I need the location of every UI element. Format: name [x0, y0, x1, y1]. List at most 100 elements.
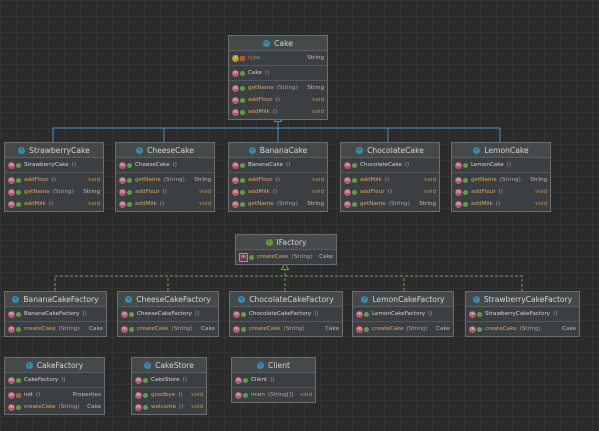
- constructor-row[interactable]: m Client (): [232, 374, 315, 386]
- class-name: CakeFactory: [36, 360, 84, 370]
- method-row[interactable]: m createCake (String) Cake: [353, 323, 453, 335]
- class-cheese-cake-factory[interactable]: c CheeseCakeFactory m CheeseCakeFactory …: [117, 291, 219, 337]
- member-signature: (): [553, 311, 558, 317]
- method-row[interactable]: m addFlour () void: [116, 186, 214, 198]
- class-strawberry-cake-factory[interactable]: c StrawberryCakeFactory m StrawberryCake…: [465, 291, 580, 337]
- method-row[interactable]: m createCake (String) Cake: [5, 323, 106, 335]
- constructor-row[interactable]: m Cake (): [229, 67, 327, 79]
- class-header: I IFactory: [236, 235, 336, 250]
- method-row[interactable]: m addMilk () void: [229, 186, 327, 198]
- constructor-row[interactable]: m BananaCakeFactory (): [5, 308, 106, 320]
- method-row[interactable]: m getName (String) String: [5, 186, 103, 198]
- method-row[interactable]: m addMilk () void: [116, 198, 214, 210]
- method-row[interactable]: m addMilk () void: [452, 198, 550, 210]
- constructor-section: m Cake (): [229, 66, 327, 81]
- method-row[interactable]: m addFlour () void: [5, 174, 103, 186]
- member-type: void: [312, 177, 324, 183]
- method-row[interactable]: m init () Properties: [5, 389, 104, 401]
- method-row[interactable]: m createCake (String) Cake: [236, 251, 336, 263]
- member-signature: (String): [171, 326, 193, 332]
- class-c-icon: c: [248, 146, 256, 154]
- method-row[interactable]: m main (String[]) void: [232, 389, 315, 401]
- constructor-row[interactable]: m CakeStore (): [132, 374, 206, 386]
- methods-section: m createCake (String) Cake: [230, 322, 342, 336]
- constructor-section: m StrawberryCakeFactory (): [466, 307, 579, 322]
- constructor-row[interactable]: m CheeseCakeFactory (): [118, 308, 218, 320]
- constructor-section: m Client (): [232, 373, 315, 388]
- method-row[interactable]: m getName (String) String: [229, 198, 327, 210]
- method-row[interactable]: m getName (String) String: [116, 174, 214, 186]
- class-lemon-cake-factory[interactable]: c LemonCakeFactory m LemonCakeFactory ()…: [352, 291, 454, 337]
- class-name: CakeStore: [155, 360, 194, 370]
- class-c-icon: c: [18, 146, 26, 154]
- class-lemon-cake[interactable]: c LemonCake m LemonCake () m getName (St…: [451, 142, 551, 212]
- interface-ifactory[interactable]: I IFactory m createCake (String) Cake: [235, 234, 337, 265]
- class-client[interactable]: c Client m Client () m main (String[]) v…: [231, 357, 316, 403]
- method-m-icon: m: [121, 310, 128, 318]
- method-row[interactable]: m createCake (String) Cake: [5, 401, 104, 413]
- constructor-row[interactable]: m ChocolateCake (): [341, 159, 439, 171]
- method-row[interactable]: m addMilk () void: [229, 106, 327, 118]
- constructor-row[interactable]: m LemonCake (): [452, 159, 550, 171]
- member-type: Cake: [325, 326, 339, 332]
- member-name: main: [251, 392, 265, 398]
- member-type: void: [88, 201, 100, 207]
- class-strawberry-cake[interactable]: c StrawberryCake m StrawberryCake () m a…: [4, 142, 104, 212]
- method-m-icon: m: [232, 96, 239, 104]
- method-row[interactable]: m createCake (String) Cake: [466, 323, 579, 335]
- member-signature: (): [178, 392, 183, 398]
- method-row[interactable]: m addFlour () void: [452, 186, 550, 198]
- constructor-row[interactable]: m CakeFactory (): [5, 374, 104, 386]
- constructor-row[interactable]: m CheeseCake (): [116, 159, 214, 171]
- method-m-icon: m: [455, 200, 462, 208]
- public-visibility-icon: [463, 177, 468, 183]
- method-row[interactable]: m addFlour () void: [229, 94, 327, 106]
- class-chocolate-cake[interactable]: c ChocolateCake m ChocolateCake () m add…: [340, 142, 440, 212]
- member-type: Properties: [72, 392, 101, 398]
- constructor-row[interactable]: m LemonCakeFactory (): [353, 308, 453, 320]
- class-cake-store[interactable]: c CakeStore m CakeStore () m goodbye () …: [131, 357, 207, 415]
- member-name: addMilk: [248, 109, 270, 115]
- method-row[interactable]: m createCake (String) Cake: [118, 323, 218, 335]
- public-visibility-icon: [16, 326, 21, 332]
- method-row[interactable]: m addMilk () void: [341, 174, 439, 186]
- member-signature: (): [387, 189, 392, 195]
- class-chocolate-cake-factory[interactable]: c ChocolateCakeFactory m ChocolateCakeFa…: [229, 291, 343, 337]
- public-visibility-icon: [16, 377, 21, 383]
- method-row[interactable]: m goodbye () void: [132, 389, 206, 401]
- class-cake-factory[interactable]: c CakeFactory m CakeFactory () m init ()…: [4, 357, 105, 415]
- method-row[interactable]: m addMilk () void: [5, 198, 103, 210]
- method-m-icon: m: [344, 161, 351, 169]
- method-row[interactable]: m getName (String) String: [229, 82, 327, 94]
- method-row[interactable]: m welcome () void: [132, 401, 206, 413]
- member-type: void: [199, 189, 211, 195]
- method-row[interactable]: m getName (String) String: [452, 174, 550, 186]
- methods-section: m createCake (String) Cake: [118, 322, 218, 336]
- member-signature: (): [182, 377, 187, 383]
- class-banana-cake[interactable]: c BananaCake m BananaCake () m addFlour …: [228, 142, 328, 212]
- constructor-row[interactable]: m StrawberryCake (): [5, 159, 103, 171]
- constructor-row[interactable]: m ChocolateCakeFactory (): [230, 308, 342, 320]
- member-type: void: [199, 201, 211, 207]
- field-row[interactable]: f type String: [229, 52, 327, 64]
- method-row[interactable]: m addFlour () void: [229, 174, 327, 186]
- public-visibility-icon: [477, 311, 482, 317]
- constructor-row[interactable]: m BananaCake (): [229, 159, 327, 171]
- class-cheese-cake[interactable]: c CheeseCake m CheeseCake () m getName (…: [115, 142, 215, 212]
- method-row[interactable]: m addFlour () void: [341, 186, 439, 198]
- member-type: void: [88, 177, 100, 183]
- method-row[interactable]: m getName (String) String: [341, 198, 439, 210]
- class-name: Client: [268, 360, 290, 370]
- public-visibility-icon: [143, 392, 148, 398]
- member-name: addFlour: [248, 177, 273, 183]
- method-row[interactable]: m createCake (String) Cake: [230, 323, 342, 335]
- member-signature: (): [506, 162, 512, 168]
- member-type: void: [312, 97, 324, 103]
- class-cake[interactable]: c Cake f type String m Cake () m getName…: [228, 35, 328, 120]
- method-m-icon: m: [455, 176, 462, 184]
- class-banana-cake-factory[interactable]: c BananaCakeFactory m BananaCakeFactory …: [4, 291, 107, 337]
- constructor-row[interactable]: m StrawberryCakeFactory (): [466, 308, 579, 320]
- member-name: addFlour: [24, 177, 49, 183]
- member-signature: (): [404, 162, 410, 168]
- class-c-icon: c: [238, 295, 246, 303]
